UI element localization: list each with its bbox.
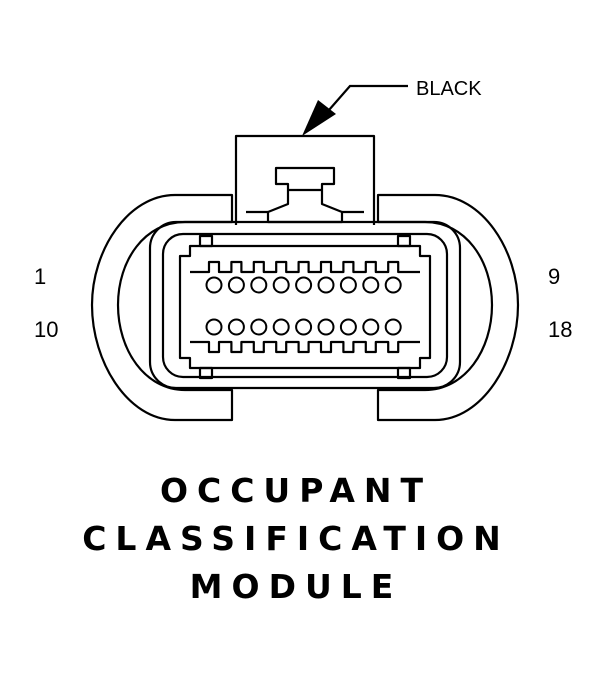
- connector-body-outer: [148, 220, 462, 390]
- connector-shell-left: [90, 193, 234, 422]
- terminal-comb-bottom: [190, 340, 420, 354]
- pin-6: [317, 276, 335, 294]
- pin-9: [384, 276, 402, 294]
- pin-12: [250, 318, 268, 336]
- connector-color-label: BLACK: [416, 78, 482, 100]
- terminal-comb-top: [190, 260, 420, 274]
- color-arrow-head: [302, 100, 336, 136]
- pin-label-1: 1: [34, 264, 46, 289]
- pin-17: [362, 318, 380, 336]
- pin-2: [227, 276, 245, 294]
- title-line-1: OCCUPANT: [160, 471, 432, 510]
- pin-13: [272, 318, 290, 336]
- pin-label-10: 10: [34, 317, 58, 342]
- pin-15: [317, 318, 335, 336]
- pin-5: [295, 276, 313, 294]
- pin-16: [339, 318, 357, 336]
- title-line-2: CLASSIFICATION: [82, 519, 510, 558]
- color-leader-line: [321, 84, 408, 119]
- pin-14: [295, 318, 313, 336]
- pin-label-18: 18: [548, 317, 572, 342]
- key-notch-bottom-right: [396, 366, 412, 380]
- latch-housing: [234, 134, 376, 225]
- pin-4: [272, 276, 290, 294]
- connector-body-inner: [161, 232, 449, 379]
- connector-shell-right: [376, 193, 520, 422]
- pin-18: [384, 318, 402, 336]
- pin-row-top: [205, 276, 402, 294]
- pin-10: [205, 318, 223, 336]
- pin-11: [227, 318, 245, 336]
- latch-tab: [266, 166, 344, 224]
- terminal-cavity: [178, 244, 432, 370]
- pin-row-bottom: [205, 318, 402, 336]
- pin-8: [362, 276, 380, 294]
- key-notch-bottom-left: [198, 366, 214, 380]
- pin-3: [250, 276, 268, 294]
- title-line-3: MODULE: [190, 567, 403, 606]
- key-notch-top-right: [396, 234, 412, 248]
- pin-1: [205, 276, 223, 294]
- key-notch-top-left: [198, 234, 214, 248]
- pin-7: [339, 276, 357, 294]
- pin-label-9: 9: [548, 264, 560, 289]
